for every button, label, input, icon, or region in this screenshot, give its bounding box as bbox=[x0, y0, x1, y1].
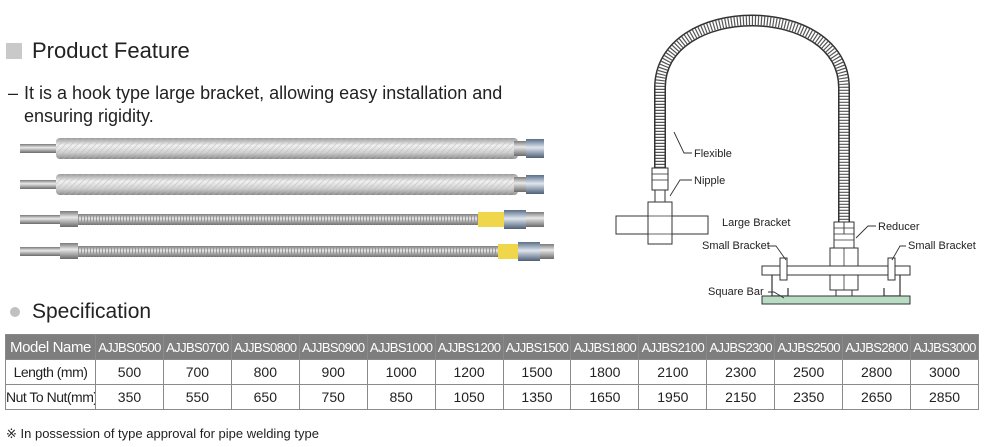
table-cell: 2300 bbox=[706, 359, 776, 385]
product-feature-title: Product Feature bbox=[32, 38, 190, 63]
table-cell: 1050 bbox=[434, 384, 504, 410]
row-header: Length (mm) bbox=[5, 359, 96, 385]
specification-table: Model Name AJJBS0500 AJJBS0700 AJJBS0800… bbox=[5, 334, 979, 410]
label-small-bracket-right: Small Bracket bbox=[908, 240, 976, 252]
table-cell: 2650 bbox=[842, 384, 912, 410]
tee-pipe-drawing bbox=[615, 201, 709, 245]
feature-line-2: ensuring rigidity. bbox=[24, 106, 154, 126]
table-header-row: Model Name AJJBS0500 AJJBS0700 AJJBS0800… bbox=[5, 334, 979, 360]
table-cell: 1000 bbox=[366, 359, 436, 385]
table-row: Nut To Nut(mm) 350 550 650 750 850 1050 … bbox=[5, 384, 979, 410]
table-cell: 3000 bbox=[910, 359, 979, 385]
table-cell: 850 bbox=[366, 384, 436, 410]
table-cell: 1950 bbox=[638, 384, 708, 410]
column-header: AJJBS2800 bbox=[842, 334, 912, 360]
table-cell: 500 bbox=[95, 359, 164, 385]
column-header: AJJBS0900 bbox=[298, 334, 368, 360]
feature-line-1: It is a hook type large bracket, allowin… bbox=[24, 83, 503, 103]
label-nipple: Nipple bbox=[694, 175, 725, 187]
table-cell: 2150 bbox=[706, 384, 776, 410]
label-square-bar: Square Bar bbox=[708, 286, 764, 298]
large-bracket-drawing bbox=[761, 257, 911, 297]
label-small-bracket-left: Small Bracket bbox=[702, 240, 770, 252]
table-cell: 1500 bbox=[502, 359, 572, 385]
square-bullet-icon bbox=[6, 43, 22, 59]
row-header: Nut To Nut(mm) bbox=[5, 384, 96, 410]
column-header: AJJBS2300 bbox=[706, 334, 776, 360]
table-cell: 2850 bbox=[910, 384, 979, 410]
nipple-fitting-drawing bbox=[651, 167, 669, 203]
circle-bullet-icon bbox=[10, 307, 20, 317]
column-header: AJJBS2100 bbox=[638, 334, 708, 360]
leader-lines bbox=[669, 131, 906, 299]
table-cell: 350 bbox=[95, 384, 164, 410]
table-cell: 900 bbox=[298, 359, 368, 385]
hose-photos bbox=[20, 138, 554, 261]
column-header: AJJBS1200 bbox=[434, 334, 504, 360]
label-reducer: Reducer bbox=[878, 221, 920, 233]
table-cell: 1200 bbox=[434, 359, 504, 385]
label-large-bracket: Large Bracket bbox=[722, 217, 790, 229]
table-cell: 1800 bbox=[570, 359, 640, 385]
table-row: Length (mm) 500 700 800 900 1000 1200 15… bbox=[5, 359, 979, 385]
table-cell: 700 bbox=[162, 359, 232, 385]
dash-bullet: – bbox=[8, 83, 19, 103]
table-cell: 750 bbox=[298, 384, 368, 410]
table-cell: 2500 bbox=[774, 359, 844, 385]
product-feature-header: Product Feature bbox=[6, 38, 190, 64]
specification-title: Specification bbox=[32, 300, 152, 323]
column-header: AJJBS1000 bbox=[366, 334, 436, 360]
column-header: Model Name bbox=[5, 334, 96, 360]
column-header: AJJBS1800 bbox=[570, 334, 640, 360]
corrugated-hose-2 bbox=[20, 242, 554, 261]
insulated-hose-1 bbox=[20, 138, 544, 159]
square-bar-drawing bbox=[761, 295, 911, 305]
specification-header: Specification bbox=[10, 300, 151, 324]
product-feature-description: –It is a hook type large bracket, allowi… bbox=[8, 82, 578, 128]
insulated-hose-2 bbox=[20, 174, 544, 195]
footnote: ※ In possession of type approval for pip… bbox=[6, 426, 319, 441]
column-header: AJJBS0800 bbox=[230, 334, 300, 360]
column-header: AJJBS1500 bbox=[502, 334, 572, 360]
table-cell: 2100 bbox=[638, 359, 708, 385]
reducer-assembly-drawing: + + bbox=[829, 221, 859, 305]
table-cell: 1350 bbox=[502, 384, 572, 410]
column-header: AJJBS2500 bbox=[774, 334, 844, 360]
table-cell: 2350 bbox=[774, 384, 844, 410]
flexible-hose-drawing bbox=[654, 14, 850, 222]
label-flexible: Flexible bbox=[694, 148, 732, 160]
table-cell: 2800 bbox=[842, 359, 912, 385]
corrugated-hose-1 bbox=[20, 210, 544, 229]
column-header: AJJBS0700 bbox=[162, 334, 232, 360]
installation-diagram: + + Flexible Nipple Large Bracket Reduce… bbox=[615, 14, 976, 305]
column-header: AJJBS0500 bbox=[95, 334, 164, 360]
column-header: AJJBS3000 bbox=[910, 334, 979, 360]
table-cell: 800 bbox=[230, 359, 300, 385]
table-cell: 1650 bbox=[570, 384, 640, 410]
table-cell: 550 bbox=[162, 384, 232, 410]
table-cell: 650 bbox=[230, 384, 300, 410]
